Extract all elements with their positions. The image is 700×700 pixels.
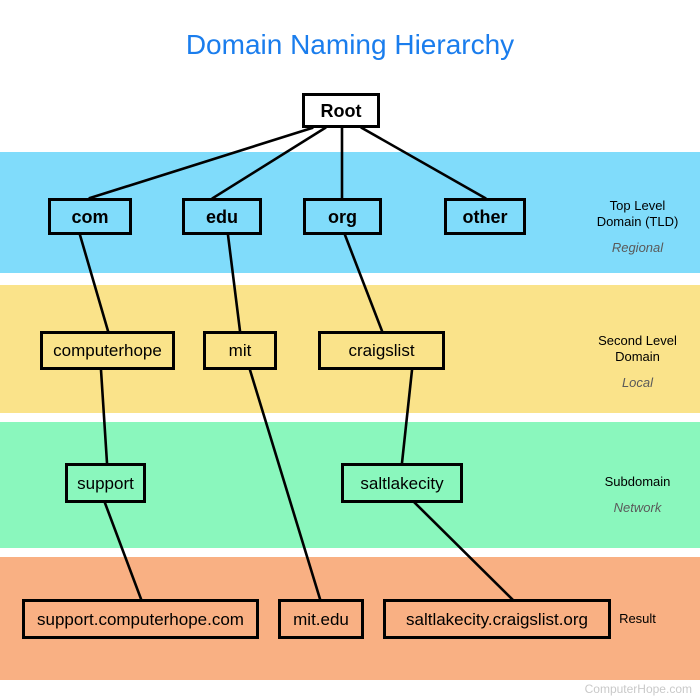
band-sublabel-sld: Local (621, 375, 654, 390)
band-label-sld-line1: Second Level (598, 333, 677, 348)
band-sublabel-tld: Regional (611, 240, 664, 255)
node-root[interactable]: Root (302, 93, 380, 128)
node-tld-other-label: other (462, 206, 508, 227)
band-label-sld: Second Level Domain Local (580, 333, 695, 391)
node-sld-computerhope[interactable]: computerhope (40, 331, 175, 370)
band-label-subdomain-line1: Subdomain (604, 474, 671, 489)
node-root-label: Root (320, 100, 362, 121)
band-label-tld-line1: Top Level (609, 198, 666, 213)
watermark: ComputerHope.com (584, 682, 692, 696)
band-label-tld-line2: Domain (TLD) (596, 214, 679, 229)
band-label-tld: Top Level Domain (TLD) Regional (580, 198, 695, 256)
node-tld-other[interactable]: other (444, 198, 526, 235)
node-result-support-label: support.computerhope.com (37, 609, 244, 629)
node-tld-com-label: com (71, 206, 109, 227)
node-result-support-computerhope-com[interactable]: support.computerhope.com (22, 599, 259, 639)
node-sld-mit[interactable]: mit (203, 331, 277, 370)
band-label-sld-line2: Domain (615, 349, 660, 364)
node-result-mit-edu[interactable]: mit.edu (278, 599, 364, 639)
node-subdomain-support[interactable]: support (65, 463, 146, 503)
node-result-saltlakecity-craigslist-org[interactable]: saltlakecity.craigslist.org (383, 599, 611, 639)
band-label-subdomain: Subdomain Network (580, 474, 695, 516)
node-result-saltlakecity-label: saltlakecity.craigslist.org (405, 609, 589, 629)
node-result-mit-label: mit.edu (293, 609, 349, 629)
node-subdomain-saltlakecity[interactable]: saltlakecity (341, 463, 463, 503)
node-sld-computerhope-label: computerhope (53, 341, 162, 360)
band-sublabel-subdomain: Network (613, 500, 662, 515)
node-sld-craigslist[interactable]: craigslist (318, 331, 445, 370)
band-label-result-line1: Result (619, 611, 656, 626)
band-label-result: Result (580, 611, 695, 627)
node-subdomain-support-label: support (77, 473, 134, 493)
node-tld-edu-label: edu (205, 206, 238, 227)
node-sld-craigslist-label: craigslist (348, 341, 415, 360)
node-subdomain-saltlakecity-label: saltlakecity (360, 473, 444, 493)
node-sld-mit-label: mit (228, 341, 252, 360)
node-tld-edu[interactable]: edu (182, 198, 262, 235)
page-title: Domain Naming Hierarchy (185, 29, 515, 60)
node-tld-org-label: org (328, 206, 357, 227)
node-tld-com[interactable]: com (48, 198, 132, 235)
node-tld-org[interactable]: org (303, 198, 382, 235)
